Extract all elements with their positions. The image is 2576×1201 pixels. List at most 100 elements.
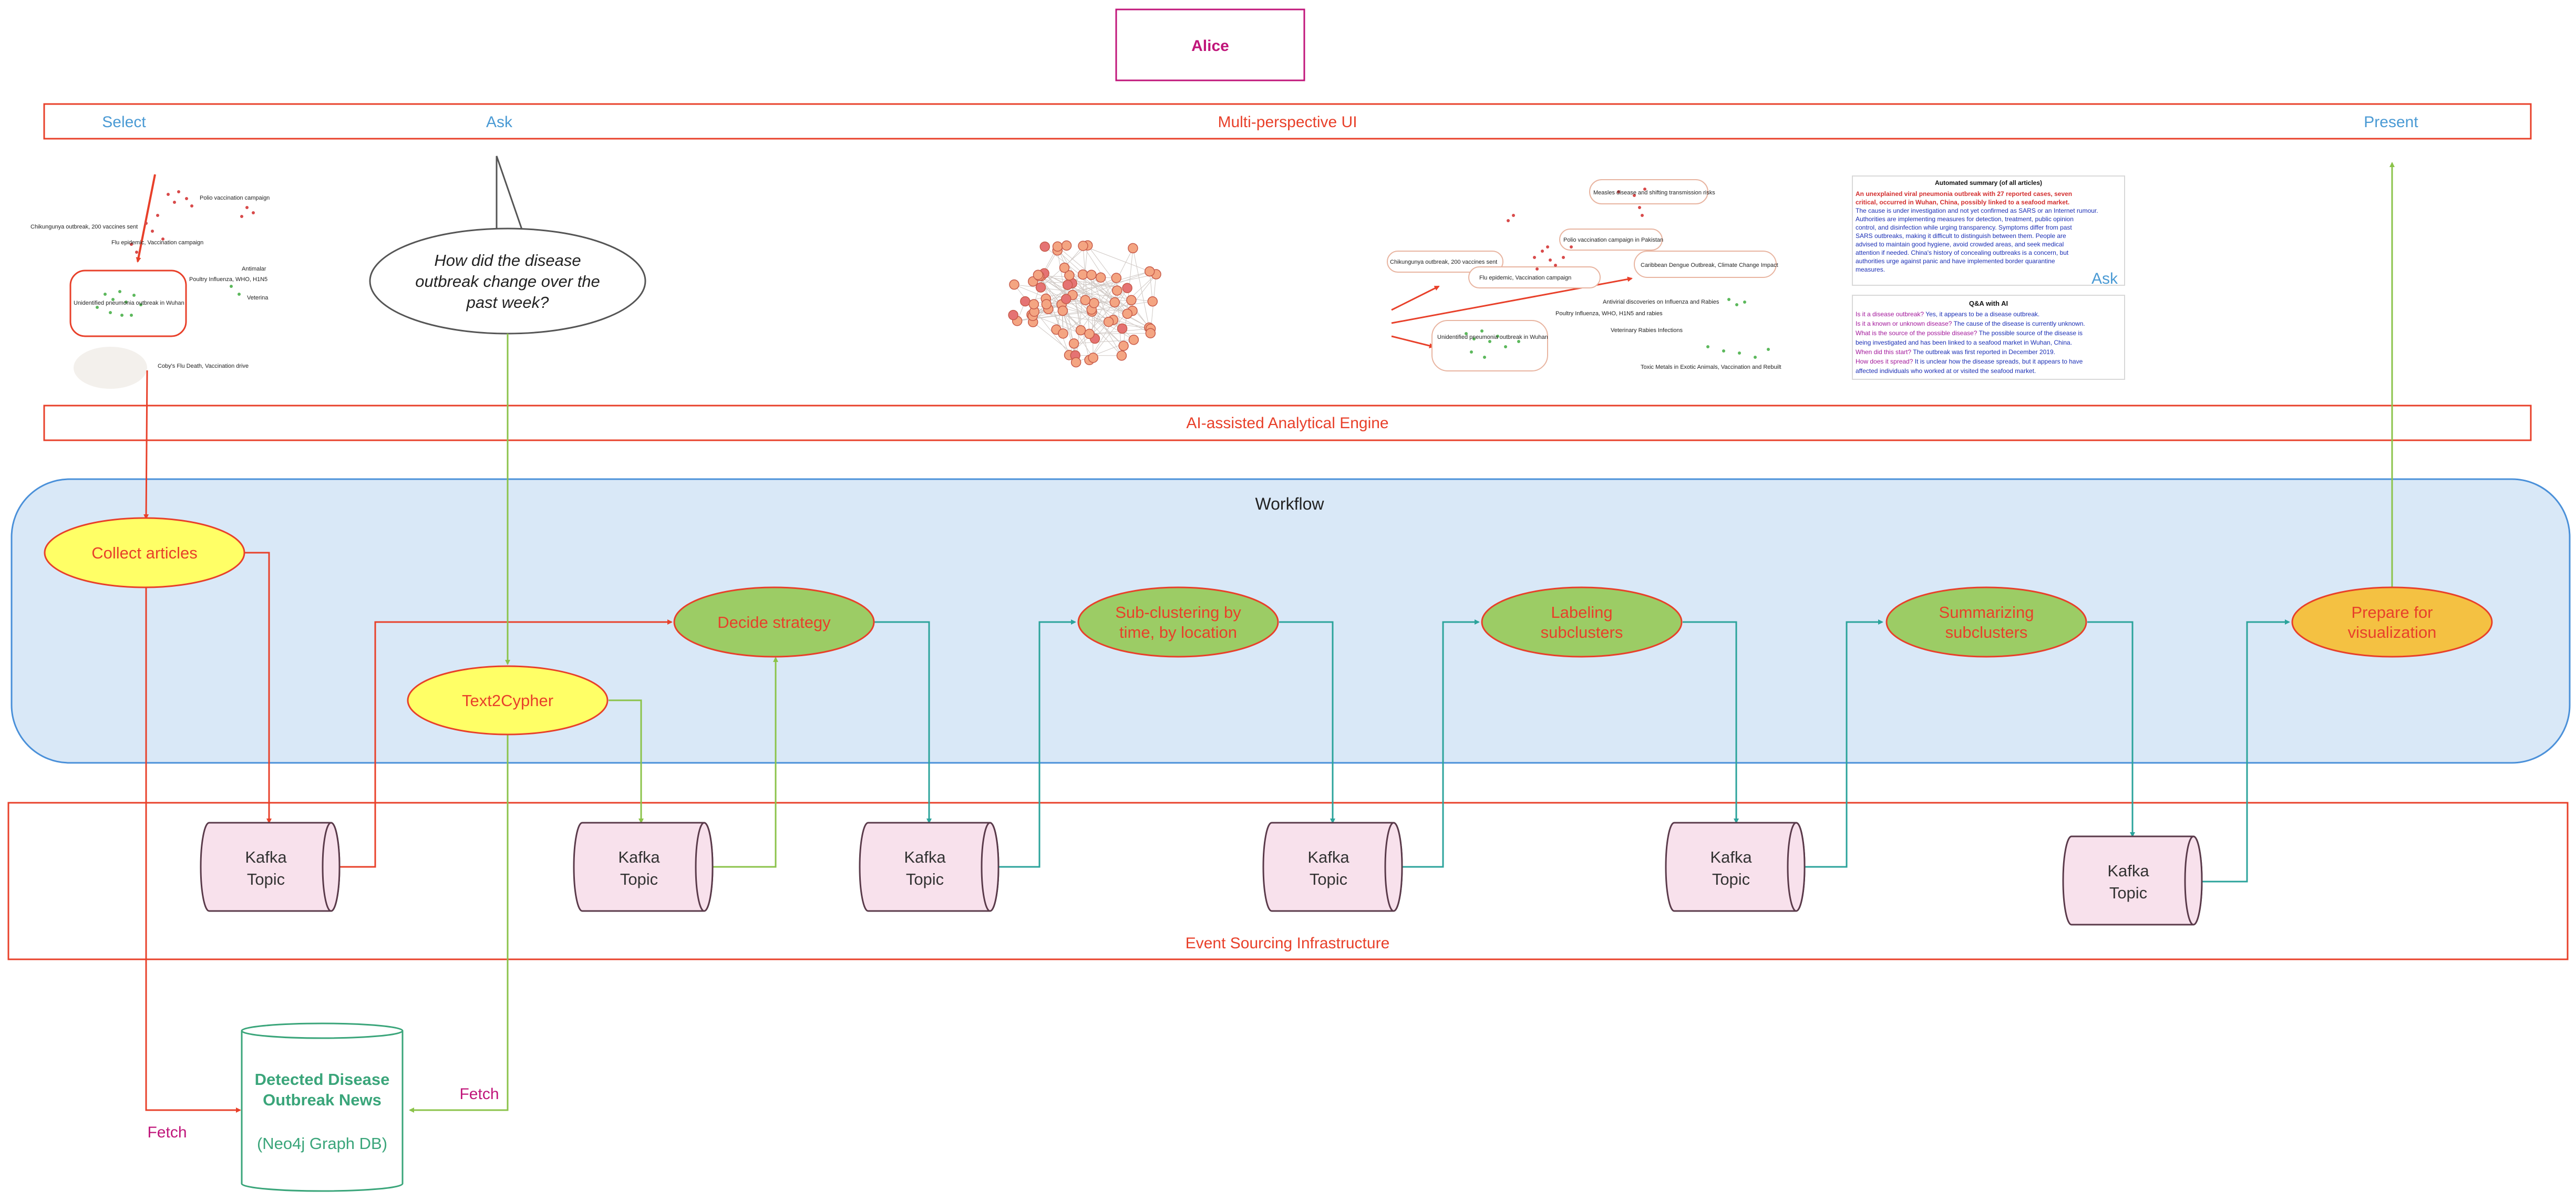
- thumb-left-label-6: Antimalar: [242, 266, 266, 272]
- connector-select-to-collect: [143, 370, 149, 520]
- db-title-line-2: Outbreak News: [263, 1091, 382, 1109]
- workflow-title: Workflow: [1255, 494, 1325, 513]
- graph-edge: [1062, 310, 1075, 344]
- connector-kafka-to-decide: [339, 619, 673, 868]
- thumb-left-label-3: Flu epidemic, Vaccination campaign: [111, 240, 203, 246]
- graph-node: [1111, 285, 1122, 296]
- connector-labeling-to-kafka: [1683, 621, 1739, 824]
- graph-node: [1062, 279, 1073, 290]
- graph-edge: [1044, 273, 1124, 346]
- graph-node: [1059, 262, 1070, 273]
- db-subtitle: (Neo4j Graph DB): [257, 1134, 387, 1153]
- graph-node: [1041, 299, 1052, 309]
- qa-answer: It is unclear how the disease spreads, b…: [1915, 358, 2083, 365]
- graph-node: [1103, 316, 1114, 327]
- connector-text2cypher-to-db: [409, 734, 509, 1113]
- summary-line: measures.: [1856, 266, 1885, 273]
- summary-line: Authorities are implementing measures fo…: [1856, 215, 2074, 223]
- thumb-right-label-7: Poultry Influenza, WHO, H1N5 and rabies: [1555, 310, 1663, 317]
- thumb-left-label-8: Coby's Flu Death, Vaccination drive: [158, 363, 249, 369]
- node-label: Collect articles: [91, 544, 198, 562]
- graph-node: [1058, 328, 1068, 339]
- summary-line: critical, occurred in Wuhan, China, poss…: [1856, 199, 2069, 206]
- right-cluster-thumbnail: Measles disease and shifting transmissio…: [1387, 179, 1781, 371]
- graph-node: [1128, 243, 1138, 254]
- select-label: Select: [102, 113, 146, 131]
- thumb-right-label-1: Measles disease and shifting transmissio…: [1593, 190, 1715, 196]
- select-pointer-arrow: [136, 174, 156, 263]
- qa-question: When did this start?: [1856, 348, 1911, 356]
- graph-node: [1122, 283, 1132, 293]
- ask-label: Ask: [486, 113, 513, 131]
- kafka-label-line-2: Topic: [620, 870, 658, 888]
- node-label: Decide strategy: [717, 613, 831, 631]
- graph-edge: [1064, 267, 1133, 312]
- graph-edge: [1039, 275, 1128, 288]
- kafka-label-line-1: Kafka: [2107, 862, 2149, 880]
- graph-node: [1095, 272, 1106, 283]
- graph-node: [1061, 294, 1071, 304]
- thumb-right-label-5: Caribbean Dengue Outbreak, Climate Chang…: [1641, 262, 1778, 268]
- ai-engine-bar: AI-assisted Analytical Engine: [43, 405, 2532, 441]
- summary-line: advised to maintain good hygiene, avoid …: [1856, 241, 2064, 248]
- graph-node: [1078, 241, 1088, 251]
- graph-edge: [1057, 246, 1092, 275]
- qa-title: Q&A with AI: [1969, 299, 2008, 307]
- thumb-left-label-4: Poultry Influenza, WHO, H1N5: [189, 276, 267, 283]
- summary-line: control, and disinfection while urging t…: [1856, 224, 2072, 231]
- graph-node: [1039, 241, 1050, 252]
- thumbnail-blob: [74, 347, 147, 389]
- graph-edge: [1083, 245, 1090, 334]
- connector-kafka-to-prepare: [2202, 619, 2290, 883]
- db-title-line-1: Detected Disease: [255, 1070, 390, 1089]
- qa-answer: The possible source of the disease is: [1979, 329, 2083, 337]
- connector-kafka-to-labeling: [1402, 619, 1480, 868]
- connector-collect-to-db: [145, 587, 241, 1113]
- summary-line: An unexplained viral pneumonia outbreak …: [1856, 190, 2072, 198]
- graph-node: [1089, 298, 1099, 308]
- svg-text:Is it a disease outbreak? Yes,: Is it a disease outbreak? Yes, it appear…: [1856, 310, 2039, 318]
- qa-question: What is the source of the possible disea…: [1856, 329, 1977, 337]
- thumb-left-label-2: Chikungunya outbreak, 200 vaccines sent: [30, 224, 138, 230]
- graph-edge: [1069, 274, 1157, 356]
- graph-edge: [1091, 275, 1109, 322]
- thumb-left-label-7: Veterina: [247, 295, 269, 301]
- workflow-region: Workflow: [11, 478, 2571, 764]
- graph-node: [1088, 353, 1099, 363]
- graph-node: [1145, 328, 1156, 339]
- graph-node: [1035, 282, 1046, 293]
- present-label: Present: [2364, 113, 2418, 131]
- network-graph-thumbnail: [1008, 240, 1161, 368]
- graph-node: [1122, 308, 1133, 319]
- graph-node: [1033, 270, 1044, 281]
- kafka-label-line-1: Kafka: [1710, 848, 1752, 866]
- graph-node: [1109, 297, 1120, 308]
- multi-perspective-ui-bar: Select Ask Multi-perspective UI Present: [43, 103, 2532, 140]
- summary-line: authorities urge against panic and have …: [1856, 257, 2055, 265]
- graph-node: [1008, 309, 1018, 320]
- kafka-label-line-1: Kafka: [618, 848, 660, 866]
- graph-edge: [1091, 274, 1115, 303]
- fetch-label-left: Fetch: [147, 1124, 187, 1141]
- qa-question: Is it a disease outbreak?: [1856, 310, 1924, 318]
- kafka-label-line-2: Topic: [1712, 870, 1750, 888]
- graph-edge: [1083, 274, 1133, 312]
- automated-summary-card: Automated summary (of all articles) An u…: [1852, 175, 2125, 287]
- qa-question: Is it a known or unknown disease?: [1856, 320, 1952, 327]
- summary-line: The cause is under investigation and not…: [1856, 207, 2098, 214]
- graph-node: [1028, 299, 1039, 309]
- svg-text:What is the source of the poss: What is the source of the possible disea…: [1856, 329, 2083, 337]
- node-text2cypher: Text2Cypher: [407, 665, 609, 736]
- graph-node: [1077, 269, 1088, 280]
- connector-kafka-to-subcluster: [998, 619, 1076, 868]
- selected-cluster-outline: [69, 270, 187, 337]
